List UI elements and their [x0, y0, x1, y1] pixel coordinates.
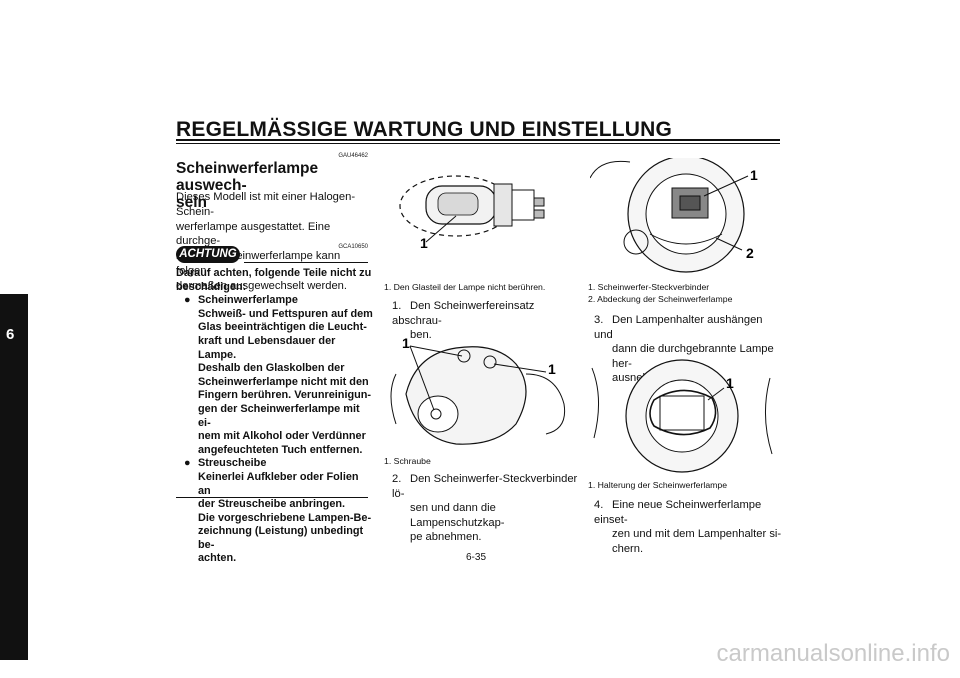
step-number: 1. [392, 300, 402, 312]
watermark: carmanualsonline.info [716, 640, 950, 667]
caption-line: 1. Scheinwerfer-Steckverbinder [588, 282, 710, 292]
step-text: chern. [612, 542, 644, 555]
section-heading: Scheinwerferlampe auswech- seln [176, 160, 376, 211]
caution-line: Darauf achten, folgende Teile nicht zu [176, 267, 372, 279]
caution-line: Scheinwerferlampe nicht mit den [198, 375, 369, 388]
lamp-holder-illustration: 1 [591, 359, 773, 473]
caution-item: ● Scheinwerferlampe Schweiß- und Fettspu… [176, 294, 374, 457]
caution-item-title: Scheinwerferlampe [198, 294, 298, 307]
step-text: zen und mit dem Lampenhalter si- [612, 528, 782, 541]
step-text: Den Scheinwerfereinsatz abschrau- [392, 300, 535, 327]
caption-line: 2. Abdeckung der Scheinwerferlampe [588, 294, 733, 304]
caution-line: achten. [198, 552, 237, 565]
caution-badge [176, 246, 240, 263]
caution-line: zeichnung (Leistung) unbedingt be- [198, 525, 364, 551]
bullet-icon: ● [184, 294, 191, 307]
title-rule [176, 139, 780, 141]
callout-1: 1 [548, 361, 556, 377]
bullet-icon: ● [184, 457, 191, 470]
caution-line: der Streuscheibe anbringen. [198, 498, 346, 511]
caution-line: gen der Scheinwerferlampe mit ei- [198, 402, 360, 429]
headlight-unit-illustration: 1 1 [390, 335, 566, 445]
step-number: 2. [392, 473, 402, 485]
step-text: ben. [410, 329, 432, 342]
callout-1: 1 [726, 375, 734, 391]
intro-line: werferlampe ausgestattet. Eine durchge- [176, 220, 331, 248]
page-number: 6-35 [466, 552, 487, 563]
fig4-caption: 1. Halterung der Scheinwerferlampe [588, 480, 728, 490]
caution-line: Keinerlei Aufkleber oder Folien an [198, 470, 359, 497]
step-text: Den Lampenhalter aushängen und [594, 314, 763, 341]
step-4: 4.Eine neue Scheinwerferlampe einset- ze… [594, 498, 784, 556]
step-number: 3. [594, 314, 604, 326]
callout-1: 1 [402, 335, 410, 351]
step-text: sen und dann die Lampenschutzkap- [410, 502, 505, 529]
step-text: pe abnehmen. [410, 531, 482, 544]
callout-2: 2 [746, 245, 754, 261]
chapter-tab [0, 294, 28, 660]
caution-line: Schweiß- und Fettspuren auf dem [198, 307, 373, 320]
callout-1: 1 [750, 167, 758, 183]
step-text: Eine neue Scheinwerferlampe einset- [594, 499, 762, 526]
fig2-caption: 1. Schraube [384, 456, 431, 466]
caution-item-title: Streuscheibe [198, 457, 267, 470]
caution-item: ● Streuscheibe Keinerlei Aufkleber oder … [176, 457, 374, 566]
caution-label: ACHTUNG [179, 248, 237, 260]
section-heading-line: seln [176, 194, 208, 211]
caution-code: GCA10650 [338, 244, 368, 250]
section-heading-line: Scheinwerferlampe auswech- [176, 160, 319, 194]
caution-line: Fingern berühren. Verunreinigun- [198, 389, 372, 402]
bulb-illustration: 1 [399, 175, 545, 251]
caution-end-rule [176, 497, 368, 498]
caution-line: angefeuchteten Tuch entfernen. [198, 443, 363, 456]
step-2: 2.Den Scheinwerfer-Steckverbinder lö- se… [392, 472, 582, 545]
section-code: GAU46462 [338, 153, 368, 159]
chapter-number: 6 [6, 326, 15, 343]
step-text: Den Scheinwerfer-Steckverbinder lö- [392, 473, 578, 500]
title-rule-thin [176, 143, 780, 144]
caution-line: beschädigen: [176, 280, 247, 293]
connector-illustration: 1 2 [590, 158, 758, 273]
page-title: REGELMÄSSIGE WARTUNG UND EINSTELLUNG [176, 118, 673, 141]
fig3-caption: 1. Scheinwerfer-Steckverbinder 2. Abdeck… [588, 281, 732, 305]
step-1: 1.Den Scheinwerfereinsatz abschrau- ben. [392, 299, 582, 343]
step-number: 4. [594, 499, 604, 511]
intro-line: dermaßen ausgewechselt werden. [176, 279, 348, 292]
caution-line: kraft und Lebensdauer der Lampe. [198, 334, 336, 361]
step-text: dann die durchgebrannte Lampe her- [612, 343, 774, 370]
intro-line: Dieses Modell ist mit einer Halogen-Sche… [176, 191, 356, 218]
caution-line: Die vorgeschriebene Lampen-Be- [198, 511, 372, 524]
fig1-caption: 1. Den Glasteil der Lampe nicht berühren… [384, 282, 546, 292]
caution-text: Darauf achten, folgende Teile nicht zu b… [176, 267, 374, 566]
caution-rule [244, 262, 368, 263]
callout-1: 1 [420, 235, 428, 251]
caution-line: Deshalb den Glaskolben der [198, 362, 345, 375]
caution-line: nem mit Alkohol oder Verdünner [198, 430, 366, 443]
caution-line: Glas beeinträchtigen die Leucht- [198, 321, 367, 334]
